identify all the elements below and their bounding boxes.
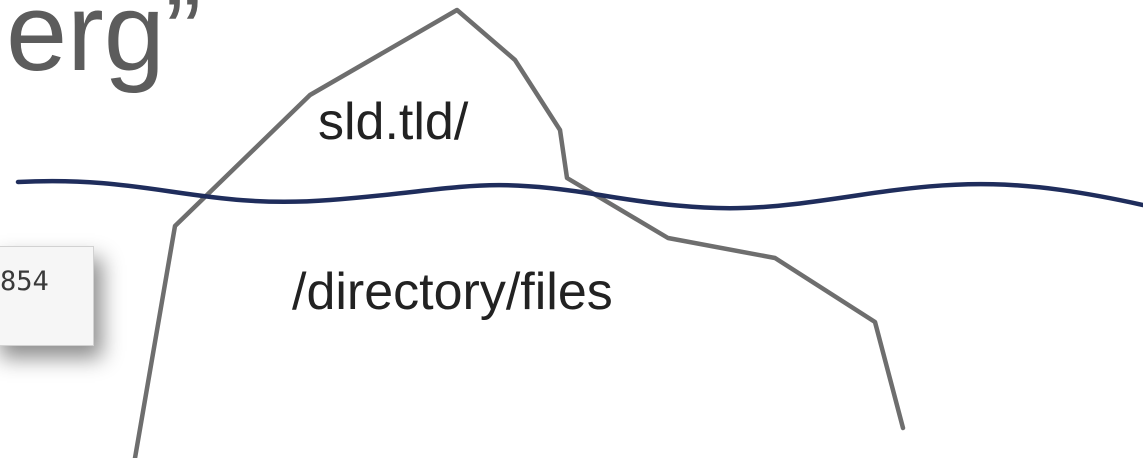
label-below-water: /directory/files [292, 263, 613, 321]
label-above-water: sld.tld/ [318, 93, 469, 151]
screenshot-snippet-text: 854 [0, 266, 49, 297]
slide-title-fragment: erg” [6, 0, 202, 94]
iceberg-outline [132, 7, 906, 458]
screenshot-snippet [0, 246, 94, 346]
waterline [15, 178, 1143, 211]
